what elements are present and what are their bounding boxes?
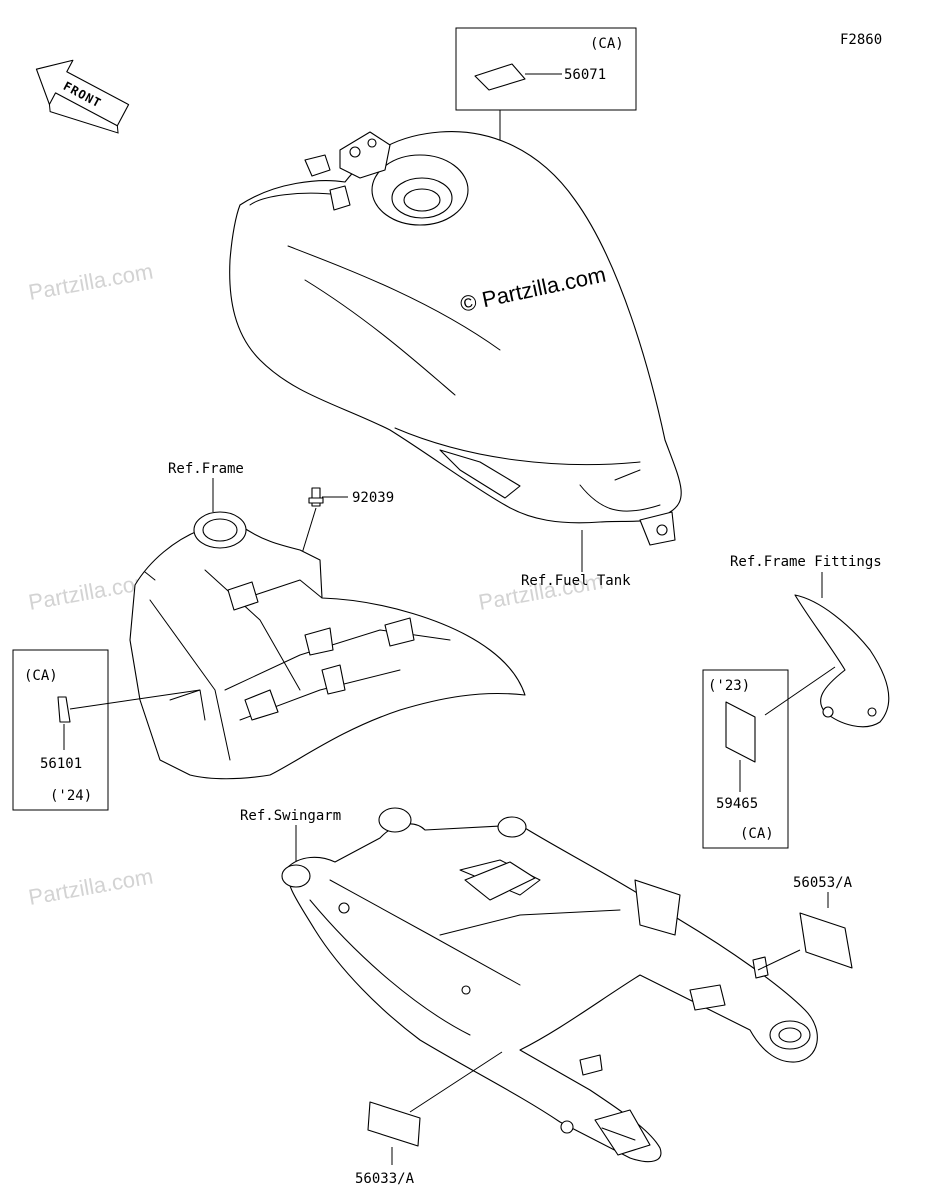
watermark-text: Partzilla.com xyxy=(27,258,155,304)
svg-text:Partzilla.com: Partzilla.com xyxy=(27,863,155,909)
part-number-56071: 56071 xyxy=(564,67,606,83)
fuel-tank-box-region: (CA) xyxy=(590,36,624,52)
label-decal-56033a xyxy=(367,1101,421,1147)
ref-frame-label: Ref.Frame xyxy=(168,461,244,477)
fuel-tank-callout-box xyxy=(455,27,637,111)
label-decal-56071 xyxy=(474,63,526,91)
swingarm xyxy=(281,807,818,1163)
frame-box-year: ('24) xyxy=(50,788,92,804)
part-number-92039: 92039 xyxy=(352,490,394,506)
figure-code: F2860 xyxy=(840,32,882,48)
frame-box-region: (CA) xyxy=(24,668,58,684)
front-direction-arrow-icon: FRONT xyxy=(35,59,130,134)
label-decal-56101 xyxy=(57,696,71,723)
label-decal-59465 xyxy=(725,701,756,763)
fittings-box-year: ('23) xyxy=(708,678,750,694)
ref-frame-fittings-label: Ref.Frame Fittings xyxy=(730,554,882,570)
part-number-59465: 59465 xyxy=(716,796,758,812)
part-number-56101: 56101 xyxy=(40,756,82,772)
frame-fitting-bracket xyxy=(794,594,890,728)
watermark-text: Partzilla.com xyxy=(27,863,155,909)
ref-fuel-tank-label: Ref.Fuel Tank xyxy=(521,573,631,589)
fuel-tank xyxy=(229,130,682,546)
svg-text:Partzilla.com: Partzilla.com xyxy=(27,258,155,304)
label-decal-56053a xyxy=(799,912,853,969)
frame-callout-box xyxy=(12,649,109,811)
part-number-56033a: 56033/A xyxy=(355,1171,415,1187)
fittings-box-region: (CA) xyxy=(740,826,774,842)
fittings-callout-box xyxy=(702,669,789,849)
frame xyxy=(129,511,526,780)
ref-swingarm-label: Ref.Swingarm xyxy=(240,808,341,824)
bolt-92039 xyxy=(308,487,324,507)
part-number-56053a: 56053/A xyxy=(793,875,853,891)
